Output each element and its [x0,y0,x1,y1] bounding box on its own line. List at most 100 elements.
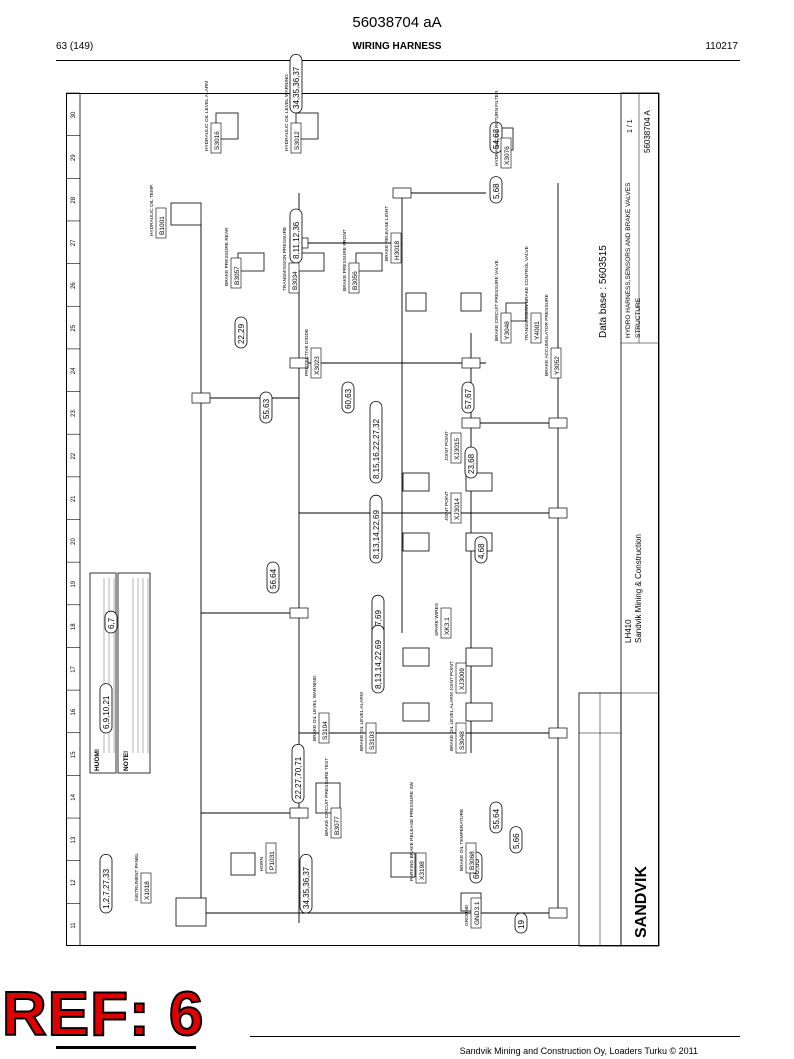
svg-text:HYDRAULIC OIL LEVEL WARNING: HYDRAULIC OIL LEVEL WARNING [284,74,290,151]
svg-text:NOTE!: NOTE! [123,751,130,771]
splice-points [191,187,568,919]
svg-text:X3076: X3076 [504,146,511,165]
svg-text:Y3052: Y3052 [554,356,561,375]
component-label: Y3048 BRAKE CIRCUIT PRESSURE VALVE [494,260,512,344]
wire-group-label: 34,35,36,37 [299,854,313,914]
zone-label: 26 [71,282,77,289]
svg-text:BRAKE OIL LEVEL WARNING: BRAKE OIL LEVEL WARNING [312,675,318,741]
svg-text:23,68: 23,68 [467,453,476,474]
svg-text:BRAKE OIL LEVEL ALARM: BRAKE OIL LEVEL ALARM [359,692,365,751]
svg-text:56,64: 56,64 [269,568,278,589]
wire-group-label: 5,66 [509,826,523,854]
company-name: Sandvik Mining & Construction [634,534,643,643]
zone-label: 19 [71,580,77,587]
title-block [578,92,660,947]
drawing-structure: STRUCTURE [635,297,642,338]
svg-text:H3018: H3018 [394,240,401,260]
svg-text:BRAKE PRESSURE FRONT: BRAKE PRESSURE FRONT [342,229,348,291]
svg-text:34,35,36,37: 34,35,36,37 [302,866,311,909]
svg-text:X1018: X1018 [144,881,151,900]
svg-text:4,68: 4,68 [477,543,486,559]
svg-text:54,63: 54,63 [492,128,501,149]
svg-text:P1031: P1031 [269,851,276,870]
svg-text:8,15,16,22,27,32: 8,15,16,22,27,32 [372,418,381,479]
zone-label: 22 [71,452,77,459]
component-label: X3076 HYDRAULIC OIL RETURN FILTER [494,90,512,169]
zone-label: 24 [71,367,77,374]
wire-group-label: 23,68 [464,446,478,479]
zone-label: 21 [71,495,77,502]
wire-group-label: 60,63 [341,381,355,414]
product-code: LH410 [624,619,633,643]
zone-label: 29 [71,154,77,161]
svg-text:5,66: 5,66 [512,833,521,849]
svg-text:HYDRAULIC OIL RETURN FILTER: HYDRAULIC OIL RETURN FILTER [494,90,500,166]
footer-rule [250,1036,740,1037]
wire-group-label: 55,64 [489,801,503,834]
svg-text:BRAKE CIRCUIT PRESSURE VALVE: BRAKE CIRCUIT PRESSURE VALVE [494,260,500,341]
svg-text:8,11,12,36: 8,11,12,36 [292,221,301,259]
wire-group-label: 55,63 [259,391,273,424]
component-label: S3103 BRAKE OIL LEVEL ALARM [359,692,377,754]
zone-label: 17 [71,665,77,672]
svg-text:22,27,70,71: 22,27,70,71 [294,756,303,799]
svg-text:XK3.1: XK3.1 [444,617,451,635]
svg-text:HUOM!: HUOM! [94,749,101,771]
wire-group-label: 6,7 [104,610,118,634]
svg-text:S3016: S3016 [214,131,221,150]
wiring-diagram: 1112131415161718192021222324252627282930… [66,54,660,947]
svg-text:TRANSMISSION BRAKE CONTROL VAL: TRANSMISSION BRAKE CONTROL VALVE [524,246,530,341]
svg-text:55,64: 55,64 [492,808,501,829]
svg-text:B3056: B3056 [352,271,359,290]
svg-text:34,35,36,37: 34,35,36,37 [292,66,301,109]
svg-text:X3023: X3023 [314,356,321,375]
page-number: 63 (149) [56,41,94,52]
wire-group-label: 8,13,14,22,69 [369,494,383,564]
doc-date: 110217 [705,41,738,52]
zone-label: 30 [71,111,77,118]
wire-group-label: 22,27,70,71 [291,744,305,804]
svg-text:XJ3015: XJ3015 [454,438,461,460]
svg-text:B3034: B3034 [292,271,299,290]
sheet-number: 1 / 1 [627,119,634,133]
svg-text:X3198: X3198 [419,861,426,880]
component-label: B3034 TRANSMISSION PRESSURE [282,227,300,294]
drawing-number: 56038704 A [643,110,652,153]
svg-text:6,7: 6,7 [107,617,116,629]
component-label: B3056 BRAKE PRESSURE FRONT [342,229,360,294]
svg-text:B3077: B3077 [334,816,341,835]
svg-text:Y3048: Y3048 [504,321,511,340]
wire-group-label: 34,35,36,37 [289,54,303,114]
brand-logo: SANDVIK [633,866,650,938]
footer-text: Sandvik Mining and Construction Oy, Load… [459,1046,698,1056]
wire-group-label: 8,15,16,22,27,32 [369,400,383,484]
wire-group-label: 56,64 [266,561,280,594]
svg-text:1,2,7,27,33: 1,2,7,27,33 [102,868,111,909]
header-rule [56,60,740,61]
zone-label: 15 [71,751,77,758]
zone-label: 27 [71,239,77,246]
svg-text:S3103: S3103 [369,731,376,750]
zone-label: 14 [71,793,77,800]
svg-text:JOINT POINT: JOINT POINT [444,491,450,521]
svg-text:TRANSMISSION PRESSURE: TRANSMISSION PRESSURE [282,227,288,291]
ref-stamp: REF: 6 [1,980,205,1049]
zone-label: 12 [71,879,77,886]
zone-label: 18 [71,623,77,630]
wire-group-label: 19 [514,912,528,934]
svg-text:8,13,14,22,69: 8,13,14,22,69 [372,510,381,559]
